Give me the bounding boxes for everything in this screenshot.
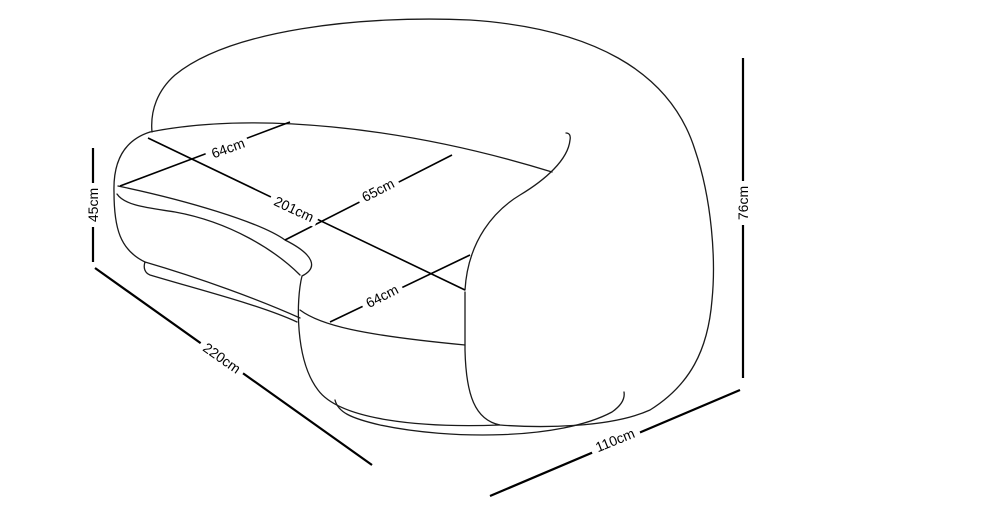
label-seat-depth-right: 64cm [363, 281, 401, 311]
seat-back-edge [149, 122, 553, 173]
label-overall-width: 220cm [200, 339, 244, 376]
dimension-labels: 64cm 201cm 65cm 64cm 45cm 220cm 110cm 76… [85, 135, 751, 455]
left-cushion [113, 131, 301, 319]
sofa-armrest-inner [464, 132, 571, 291]
sofa-base-right [334, 391, 625, 436]
label-seat-width: 201cm [272, 193, 317, 225]
label-overall-height: 76cm [735, 186, 751, 220]
sofa-base-left [143, 261, 298, 323]
label-seat-height: 45cm [85, 188, 101, 222]
label-seat-depth-left: 64cm [209, 135, 247, 162]
cushion-seam-left [116, 193, 301, 276]
label-overall-depth: 110cm [593, 425, 637, 455]
seat-front-edge [117, 185, 501, 427]
seat-measure-lines [119, 121, 471, 323]
cushion-seam-right [299, 309, 466, 346]
label-seat-depth-middle: 65cm [359, 175, 397, 205]
sofa-outline [113, 18, 715, 436]
sofa-backrest [151, 18, 715, 428]
label-backgrounds [85, 133, 751, 458]
dimension-lines [91, 58, 745, 498]
